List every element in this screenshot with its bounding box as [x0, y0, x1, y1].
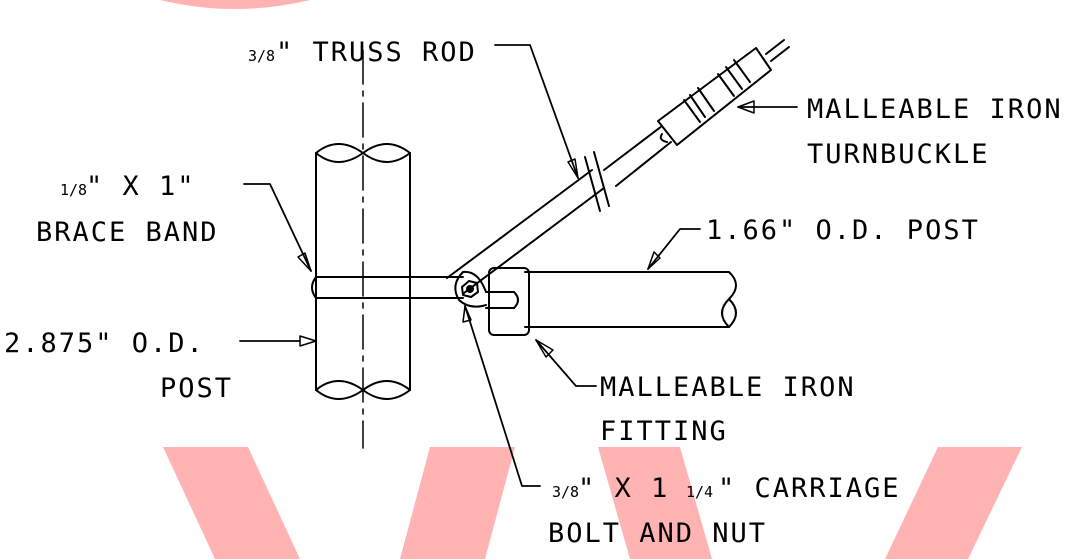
carriage-label-1b: " CARRIAGE	[718, 473, 901, 504]
horizontal-post	[524, 271, 737, 328]
fitting-label-1: MALLEABLE IRON	[600, 372, 856, 403]
brace-band-label-1: " X 1"	[86, 171, 196, 202]
brace-band	[311, 276, 464, 299]
carriage-fraction-a: 3/8	[552, 483, 579, 501]
post-166-label: 1.66" O.D. POST	[706, 215, 980, 246]
carriage-fraction-b: 1/4	[686, 483, 713, 501]
vertical-post	[315, 143, 411, 400]
malleable-iron-fitting	[454, 267, 530, 336]
post-2875-label-2: POST	[160, 373, 233, 404]
turnbuckle	[657, 39, 790, 146]
brace-band-fraction: 1/8	[60, 181, 87, 199]
fitting-label-2: FITTING	[600, 416, 728, 447]
turnbuckle-label-2: TURNBUCKLE	[807, 139, 990, 170]
watermark	[160, 0, 1022, 559]
truss-rod	[446, 125, 672, 294]
post-2875-label-1: 2.875" O.D.	[4, 328, 205, 359]
turnbuckle-label-1: MALLEABLE IRON	[807, 94, 1063, 125]
truss-rod-fraction: 3/8	[248, 47, 275, 65]
truss-rod-label: " TRUSS ROD	[276, 37, 477, 68]
labels: 3/8 " TRUSS ROD MALLEABLE IRON TURNBUCKL…	[4, 37, 1063, 549]
carriage-label-1: " X 1	[578, 473, 669, 504]
carriage-bolt	[461, 280, 479, 298]
carriage-label-2: BOLT AND NUT	[548, 518, 767, 549]
arrowheads	[297, 100, 755, 358]
brace-band-label-2: BRACE BAND	[36, 217, 219, 248]
